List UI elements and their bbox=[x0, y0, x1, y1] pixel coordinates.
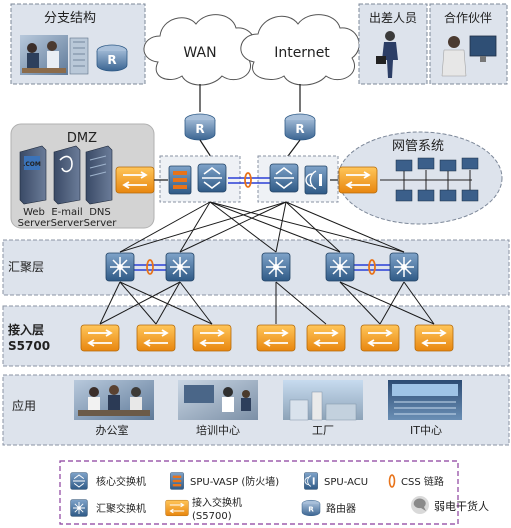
partner-panel: 合作伙伴 bbox=[429, 3, 508, 85]
email-server-icon bbox=[53, 145, 81, 205]
it-center-photo bbox=[388, 380, 462, 420]
access-switch-7-icon bbox=[414, 324, 454, 352]
dmz-switch-icon bbox=[115, 166, 155, 194]
partner-label: 合作伙伴 bbox=[444, 10, 492, 25]
access-switch-3-icon bbox=[192, 324, 232, 352]
agg-css-link-right-icon bbox=[368, 259, 376, 275]
legend-access-switch-line1: 接入交换机 bbox=[192, 496, 242, 509]
agg-switch-5-icon bbox=[389, 252, 419, 282]
spu-acu-icon bbox=[304, 165, 328, 195]
aggregation-layer-band bbox=[2, 239, 510, 296]
spu-vasp-firewall-icon bbox=[168, 165, 192, 195]
branch-router-icon bbox=[96, 44, 128, 72]
wan-router-icon bbox=[184, 113, 216, 141]
core-to-aggregation-links bbox=[119, 201, 405, 253]
legend-core-switch: 核心交换机 bbox=[96, 475, 146, 488]
legend-css-link: CSS 链路 bbox=[401, 475, 444, 488]
watermark-text: 弱电干货人 bbox=[434, 499, 489, 513]
access-switch-6-icon bbox=[360, 324, 400, 352]
access-switch-4-icon bbox=[256, 324, 296, 352]
agg-switch-4-icon bbox=[325, 252, 355, 282]
office-photo bbox=[74, 380, 154, 420]
training-center-photo bbox=[178, 380, 258, 420]
internet-router-icon bbox=[284, 113, 316, 141]
travel-panel: 出差人员 bbox=[358, 3, 428, 85]
legend-access-switch-line2: (S5700) bbox=[192, 511, 232, 522]
dmz-title: DMZ bbox=[67, 131, 97, 146]
aggregation-layer-label: 汇聚层 bbox=[8, 260, 44, 274]
application-layer-label: 应用 bbox=[12, 398, 36, 413]
nms-panel: 网管系统 bbox=[337, 131, 503, 225]
access-layer-label: 接入层 bbox=[8, 322, 44, 337]
dns-server-label-line2: Server bbox=[84, 218, 118, 229]
factory-photo bbox=[283, 380, 363, 421]
aggregation-to-access-links bbox=[99, 281, 435, 325]
legend-router: 路由器 bbox=[326, 502, 356, 515]
agg-switch-1-icon bbox=[105, 252, 135, 282]
legend-spu-acu: SPU-ACU bbox=[324, 477, 368, 488]
watermark: 弱电干货人 bbox=[411, 496, 489, 514]
branch-office-photo bbox=[20, 35, 68, 75]
web-server-label-line2: Server bbox=[18, 218, 52, 229]
access-switch-5-icon bbox=[306, 324, 346, 352]
dmz-panel: DMZ .COM Web Server E-mail Server DNS Se… bbox=[10, 123, 155, 229]
agg-switch-3-icon bbox=[261, 252, 291, 282]
legend-agg-switch-icon bbox=[70, 499, 88, 517]
app-label-office: 办公室 bbox=[96, 423, 129, 437]
legend-agg-switch: 汇聚交换机 bbox=[96, 502, 146, 515]
nms-switch-icon bbox=[338, 166, 378, 194]
internet-cloud: Internet bbox=[240, 14, 360, 86]
branch-label: 分支结构 bbox=[44, 11, 96, 26]
legend-core-switch-icon bbox=[70, 472, 88, 490]
dns-server-label-line1: DNS bbox=[89, 207, 111, 218]
wan-label: WAN bbox=[183, 45, 216, 61]
legend-spu-acu-icon bbox=[303, 472, 319, 490]
legend-access-switch-icon bbox=[165, 499, 189, 517]
branch-panel: 分支结构 bbox=[10, 3, 146, 85]
nms-lan-bus bbox=[380, 170, 472, 190]
agg-css-link-left-icon bbox=[146, 259, 154, 275]
partner-figure bbox=[441, 35, 497, 77]
web-server-label-line1: Web bbox=[23, 207, 45, 218]
legend-css-link-icon bbox=[388, 474, 396, 488]
internet-label: Internet bbox=[274, 45, 330, 61]
legend-spu-vasp-icon bbox=[170, 472, 184, 490]
access-layer-model: S5700 bbox=[8, 339, 50, 353]
nms-workstations-icon bbox=[395, 157, 479, 202]
email-server-label-line1: E-mail bbox=[51, 207, 82, 218]
legend-spu-vasp: SPU-VASP (防火墙) bbox=[190, 475, 279, 488]
app-label-factory: 工厂 bbox=[312, 424, 334, 437]
web-server-screen: .COM bbox=[23, 161, 41, 168]
legend-router-icon bbox=[301, 499, 321, 517]
travel-label: 出差人员 bbox=[369, 11, 417, 25]
access-switch-2-icon bbox=[136, 324, 176, 352]
app-label-training: 培训中心 bbox=[196, 423, 240, 437]
agg-switch-2-icon bbox=[165, 252, 195, 282]
access-switch-1-icon bbox=[80, 324, 120, 352]
core-switch-right-icon bbox=[269, 163, 299, 193]
email-server-label-line2: Server bbox=[51, 218, 85, 229]
web-server-icon: .COM bbox=[19, 145, 47, 205]
core-switch-left-icon bbox=[197, 163, 227, 193]
traveler-figure bbox=[376, 31, 398, 78]
legend-box: 核心交换机 SPU-VASP (防火墙) SPU-ACU CSS 链路 汇聚交换… bbox=[59, 460, 459, 525]
app-label-it: IT中心 bbox=[410, 424, 442, 437]
core-css-link-icon bbox=[244, 172, 252, 188]
dns-server-icon bbox=[85, 145, 113, 205]
wan-cloud: WAN bbox=[143, 14, 256, 86]
nms-label: 网管系统 bbox=[392, 139, 444, 154]
branch-building-icon bbox=[69, 37, 89, 75]
